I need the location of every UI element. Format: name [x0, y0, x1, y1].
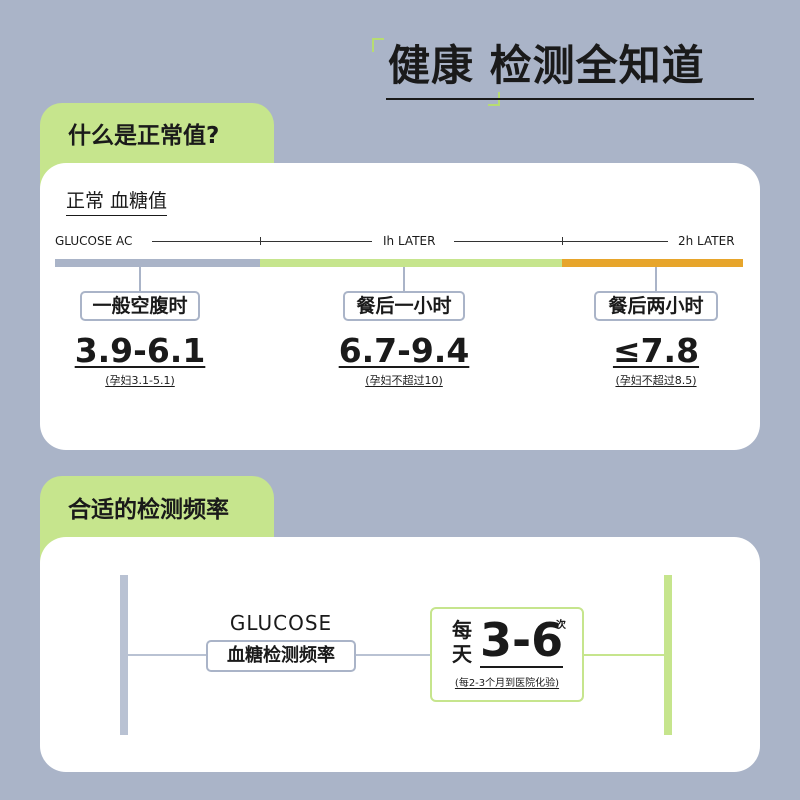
frequency-value: 3-6 [480, 613, 564, 668]
label-fasting: 一般空腹时 [80, 291, 200, 321]
timeline-label-end: 2h LATER [678, 234, 735, 248]
frequency-note: (每2-3个月到医院化验) [454, 678, 560, 689]
value-two-hour: ≤7.8 [612, 331, 700, 370]
daily-char-2: 天 [452, 642, 472, 666]
frequency-bar-left [120, 575, 128, 735]
timeline-label-mid: Ih LATER [383, 234, 436, 248]
note-fasting: (孕妇3.1-5.1) [105, 374, 175, 387]
connector-line [403, 267, 405, 291]
daily-char-1: 每 [452, 618, 472, 642]
range-bar-two-hour [562, 259, 743, 267]
frequency-line-right [584, 654, 664, 656]
card-subtitle: 正常 血糖值 [66, 188, 168, 216]
range-bar-fasting [55, 259, 260, 267]
label-one-hour: 餐后一小时 [343, 291, 465, 321]
frequency-unit: 次 [556, 620, 566, 631]
frequency-label-pill: 血糖检测频率 [206, 640, 356, 672]
frequency-bar-right [664, 575, 672, 735]
timeline-line [152, 241, 372, 242]
value-fasting: 3.9-6.1 [74, 331, 206, 370]
connector-line [139, 267, 141, 291]
corner-bracket-top-left [372, 38, 384, 52]
header: 健康 检测全知道 [372, 34, 762, 114]
frequency-box [430, 607, 584, 702]
range-bar-one-hour [260, 259, 562, 267]
note-one-hour: (孕妇不超过10) [365, 374, 443, 387]
timeline-tick [562, 237, 563, 245]
title-underline [386, 98, 754, 100]
timeline-tick [260, 237, 261, 245]
note-two-hour: (孕妇不超过8.5) [615, 374, 697, 387]
glucose-label: GLUCOSE [229, 611, 333, 635]
page-title: 健康 检测全知道 [388, 41, 705, 90]
connector-line [655, 267, 657, 291]
timeline-label-start: GLUCOSE AC [55, 234, 133, 248]
timeline-line [454, 241, 668, 242]
label-two-hour: 餐后两小时 [594, 291, 718, 321]
value-one-hour: 6.7-9.4 [338, 331, 470, 370]
